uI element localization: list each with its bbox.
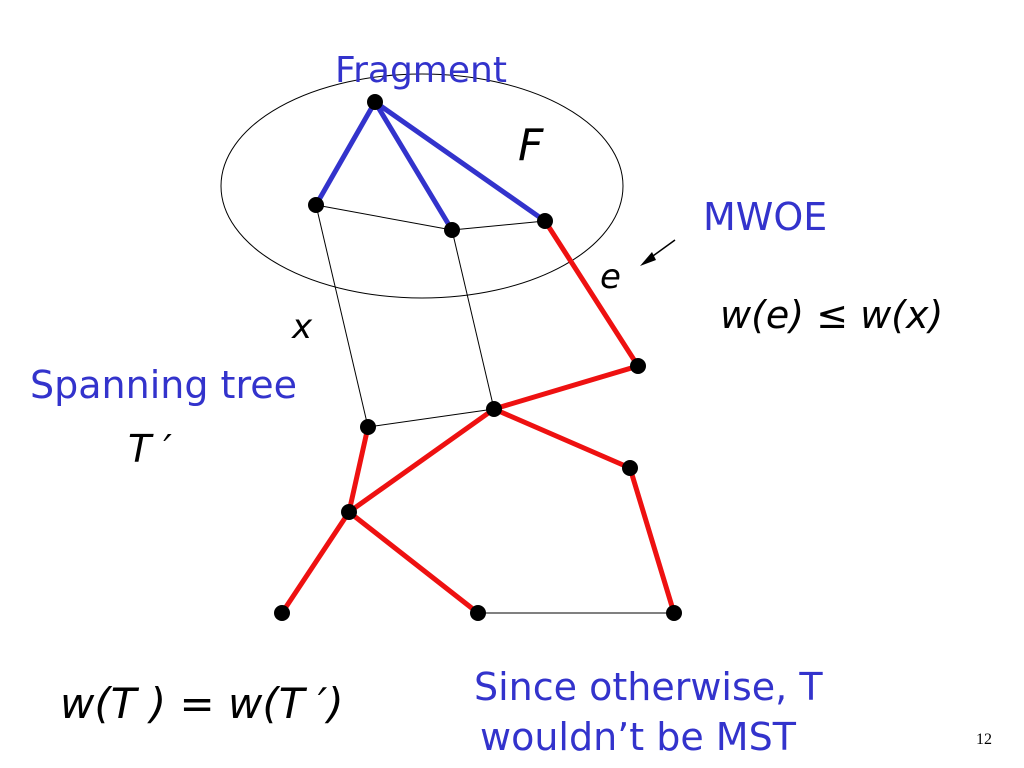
tree-edge-7 — [346, 509, 481, 616]
edge-f1-f2 — [315, 204, 453, 231]
since-line-1: Since otherwise, T — [474, 665, 823, 709]
tree-edge-1 — [491, 363, 641, 412]
node — [367, 94, 383, 110]
tree-edge-3 — [491, 406, 633, 471]
fragment-edge-3 — [372, 99, 548, 224]
since-line-2: wouldn’t be MST — [480, 715, 797, 759]
nodes — [274, 94, 682, 621]
node — [486, 401, 502, 417]
fragment-edge-2 — [372, 99, 455, 233]
node — [630, 358, 646, 374]
node — [274, 605, 290, 621]
non-tree-edges — [315, 204, 674, 614]
page-number: 12 — [976, 731, 992, 748]
node — [360, 419, 376, 435]
tree-edge-5 — [346, 424, 371, 515]
fragment-edge-1 — [313, 99, 378, 208]
node — [666, 605, 682, 621]
fragment-boundary — [220, 73, 624, 299]
node — [537, 213, 553, 229]
spanning-tree-label: Spanning tree — [30, 363, 297, 407]
edge-left-mid — [367, 408, 495, 428]
fragment-edges — [313, 99, 548, 233]
spanning-tree-edges — [279, 218, 677, 616]
tree-edge-6 — [279, 509, 352, 616]
edge-f2-mid — [451, 229, 495, 410]
tree-edge-4 — [627, 465, 677, 616]
edge-x — [315, 204, 369, 428]
mwoe-arrow — [640, 239, 676, 266]
inequality: w(e) ≤ w(x) — [720, 293, 943, 337]
tree-symbol: T ′ — [128, 427, 172, 471]
fragment-symbol: F — [518, 120, 544, 171]
equality: w(T ) = w(T ′) — [60, 679, 344, 728]
fragment-title: Fragment — [335, 50, 507, 91]
tree-edge-2 — [346, 406, 497, 515]
edge-f2-f3 — [451, 220, 546, 231]
node — [341, 504, 357, 520]
node — [622, 460, 638, 476]
node — [470, 605, 486, 621]
edge-e-label: e — [600, 257, 621, 297]
mwoe-label: MWOE — [703, 195, 827, 239]
edge-e — [542, 218, 641, 369]
node — [308, 197, 324, 213]
node — [444, 222, 460, 238]
edge-x-label: x — [291, 307, 313, 347]
